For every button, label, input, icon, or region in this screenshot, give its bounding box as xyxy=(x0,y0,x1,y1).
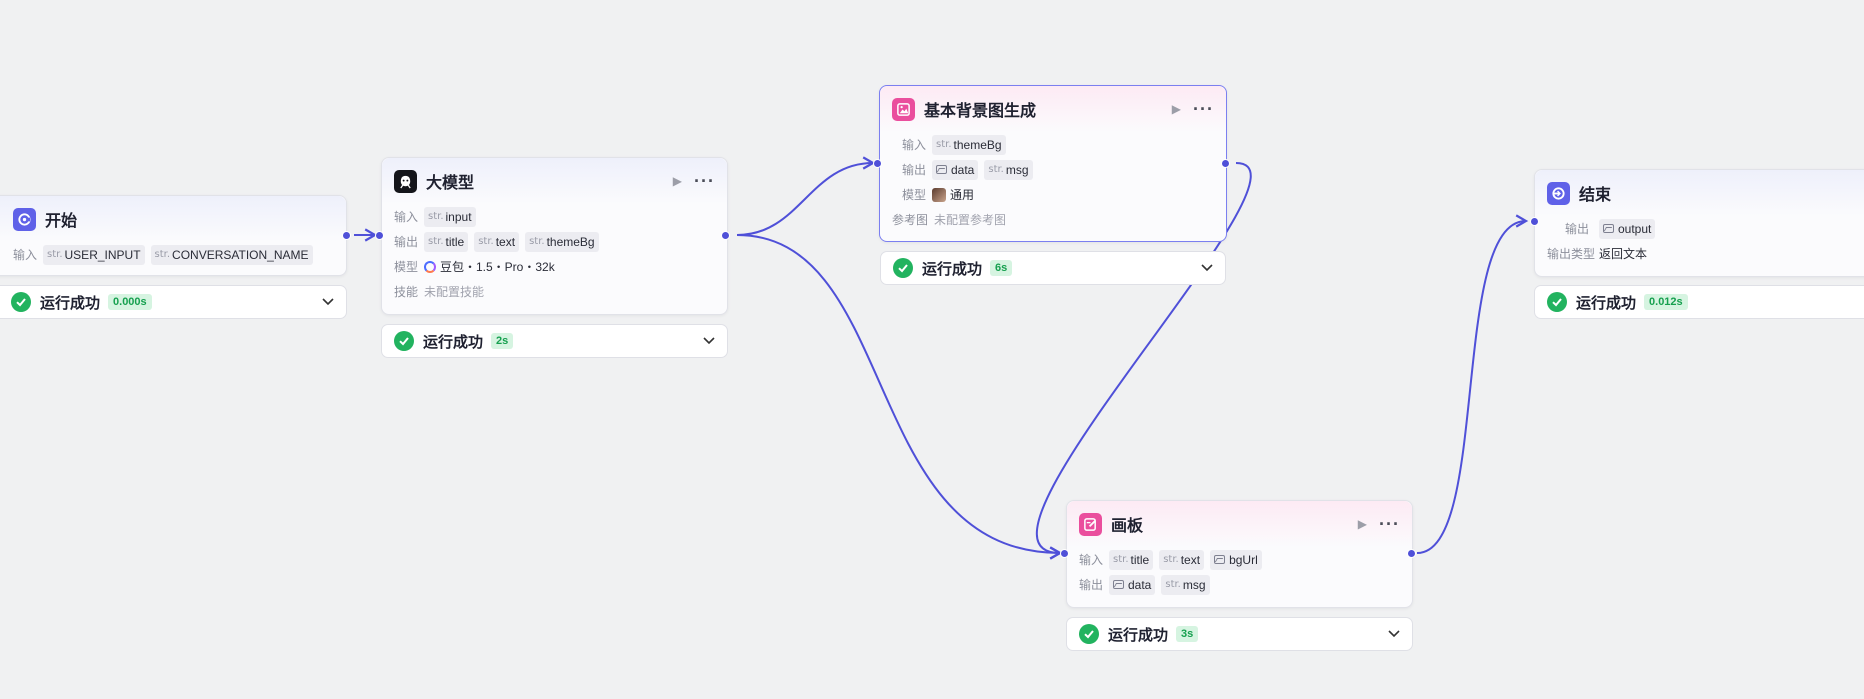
input-port[interactable] xyxy=(375,231,384,240)
success-check-icon xyxy=(1547,292,1567,312)
output-type-value: 返回文本 xyxy=(1599,247,1648,261)
run-status-bar[interactable]: 运行成功 3s xyxy=(1066,617,1413,651)
duration-badge: 6s xyxy=(990,260,1013,276)
duration-badge: 2s xyxy=(491,333,514,349)
chevron-down-icon[interactable] xyxy=(1388,625,1400,643)
status-text: 运行成功 xyxy=(1576,294,1637,312)
more-icon[interactable]: ··· xyxy=(694,171,715,191)
play-icon[interactable]: ▶ xyxy=(1171,102,1182,116)
status-text: 运行成功 xyxy=(922,260,983,278)
start-icon xyxy=(13,207,36,231)
output-type-label: 输出类型 xyxy=(1547,247,1596,261)
node-bg-image[interactable]: 基本背景图生成 ▶ ··· 输入 str.themeBg 输出 data str… xyxy=(879,85,1227,242)
node-title: 基本背景图生成 xyxy=(924,103,1037,120)
node-end[interactable]: 结束 输出 output 输出类型 返回文本 xyxy=(1534,169,1864,277)
chevron-down-icon[interactable] xyxy=(322,293,334,311)
skill-label: 技能 xyxy=(394,285,419,299)
node-title: 大模型 xyxy=(426,175,475,192)
run-status-bar[interactable]: 运行成功 6s xyxy=(880,251,1226,285)
image-type-icon xyxy=(1603,224,1614,233)
param-tag: str.CONVERSATION_NAME xyxy=(150,244,313,265)
input-port[interactable] xyxy=(1530,217,1539,226)
image-type-icon xyxy=(1113,580,1124,589)
param-tag: str.USER_INPUT xyxy=(43,244,145,265)
run-status-bar[interactable]: 运行成功 0.000s xyxy=(0,285,347,319)
model-avatar xyxy=(932,187,946,202)
param-tag: str.input xyxy=(424,206,476,227)
param-tag: str.text xyxy=(474,231,520,252)
node-title: 画板 xyxy=(1111,518,1144,535)
more-icon[interactable]: ··· xyxy=(1379,514,1400,534)
status-text: 运行成功 xyxy=(423,333,484,351)
end-node-clip: 结束 输出 output 输出类型 返回文本 运行成功 0.012s xyxy=(1526,0,1864,699)
node-start[interactable]: 开始 输入 str.USER_INPUT str.CONVERSATION_NA… xyxy=(0,195,347,276)
output-port[interactable] xyxy=(1407,549,1416,558)
input-label: 输入 xyxy=(1079,553,1104,567)
param-tag: data xyxy=(932,159,979,180)
param-tag: str.text xyxy=(1159,549,1205,570)
success-check-icon xyxy=(11,292,31,312)
output-label: 输出 xyxy=(1079,578,1104,592)
output-port[interactable] xyxy=(342,231,351,240)
duration-badge: 3s xyxy=(1176,626,1199,642)
success-check-icon xyxy=(1079,624,1099,644)
input-label: 输入 xyxy=(394,210,419,224)
more-icon[interactable]: ··· xyxy=(1193,99,1214,119)
image-type-icon xyxy=(1214,555,1226,564)
edge-llm-bg[interactable] xyxy=(736,156,876,236)
output-port[interactable] xyxy=(721,231,730,240)
input-label: 输入 xyxy=(902,138,927,152)
output-label: 输出 xyxy=(1564,222,1589,236)
node-title: 开始 xyxy=(45,213,78,230)
param-tag: data xyxy=(1109,574,1156,595)
input-label: 输入 xyxy=(13,248,38,262)
duration-badge: 0.000s xyxy=(108,294,152,310)
model-value: 豆包・1.5・Pro・32k xyxy=(440,260,555,274)
param-tag: bgUrl xyxy=(1210,549,1262,570)
reference-label: 参考图 xyxy=(892,213,929,227)
output-label: 输出 xyxy=(902,163,927,177)
model-label: 模型 xyxy=(394,260,419,274)
chevron-down-icon[interactable] xyxy=(703,332,715,350)
image-type-icon xyxy=(936,165,947,174)
end-icon xyxy=(1547,181,1570,205)
edge-canvas-end[interactable] xyxy=(1416,214,1529,554)
success-check-icon xyxy=(394,331,414,351)
success-check-icon xyxy=(893,258,913,278)
image-gen-icon xyxy=(892,97,915,121)
run-status-bar[interactable]: 运行成功 0.012s xyxy=(1534,285,1864,319)
node-canvas[interactable]: 画板 ▶ ··· 输入 str.title str.text bgUrl 输出 … xyxy=(1066,500,1413,608)
reference-value: 未配置参考图 xyxy=(934,213,1007,227)
output-label: 输出 xyxy=(394,235,419,249)
model-label: 模型 xyxy=(902,188,927,202)
llm-icon xyxy=(394,169,417,193)
param-tag: output xyxy=(1599,218,1656,239)
node-title: 结束 xyxy=(1579,187,1612,204)
doubao-logo-icon xyxy=(424,260,436,273)
duration-badge: 0.012s xyxy=(1644,294,1688,310)
model-value: 通用 xyxy=(950,188,975,202)
output-port[interactable] xyxy=(1221,159,1230,168)
param-tag: str.msg xyxy=(1161,574,1210,595)
chevron-down-icon[interactable] xyxy=(1201,259,1213,277)
run-status-bar[interactable]: 运行成功 2s xyxy=(381,324,728,358)
param-tag: str.title xyxy=(424,231,469,252)
skill-value: 未配置技能 xyxy=(424,285,485,299)
edge-bg-canvas[interactable] xyxy=(1035,162,1252,560)
input-port[interactable] xyxy=(1060,549,1069,558)
play-icon[interactable]: ▶ xyxy=(672,174,683,188)
status-text: 运行成功 xyxy=(40,294,101,312)
input-port[interactable] xyxy=(873,159,882,168)
status-text: 运行成功 xyxy=(1108,626,1169,644)
param-tag: str.themeBg xyxy=(932,134,1006,155)
edge-llm-canvas[interactable] xyxy=(736,234,1063,560)
node-llm[interactable]: 大模型 ▶ ··· 输入 str.input 输出 str.title str.… xyxy=(381,157,728,315)
param-tag: str.themeBg xyxy=(525,231,599,252)
param-tag: str.msg xyxy=(984,159,1033,180)
play-icon[interactable]: ▶ xyxy=(1357,517,1368,531)
canvas-icon xyxy=(1079,512,1102,536)
param-tag: str.title xyxy=(1109,549,1154,570)
